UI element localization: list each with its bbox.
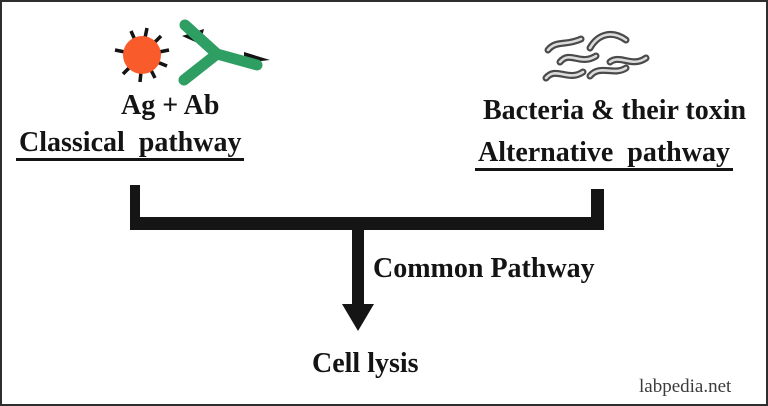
arrowhead-down-icon (342, 304, 374, 331)
bracket-bar (130, 217, 604, 230)
alternative-pathway-label: Alternative pathway (475, 139, 733, 171)
classical-trigger-label: Ag + Ab (121, 90, 220, 121)
bracket-left-arm (130, 185, 140, 229)
watermark: labpedia.net (639, 376, 732, 397)
cell-lysis-label: Cell lysis (312, 348, 419, 379)
bacteria-icon (542, 30, 650, 82)
antibody-icon (178, 19, 270, 86)
classical-pathway-label: Classical pathway (16, 129, 245, 161)
common-pathway-label: Common Pathway (373, 253, 595, 284)
antigen-icon (114, 27, 170, 83)
arrow-stem (352, 224, 364, 308)
alternative-trigger-label: Bacteria & their toxin (483, 95, 747, 126)
